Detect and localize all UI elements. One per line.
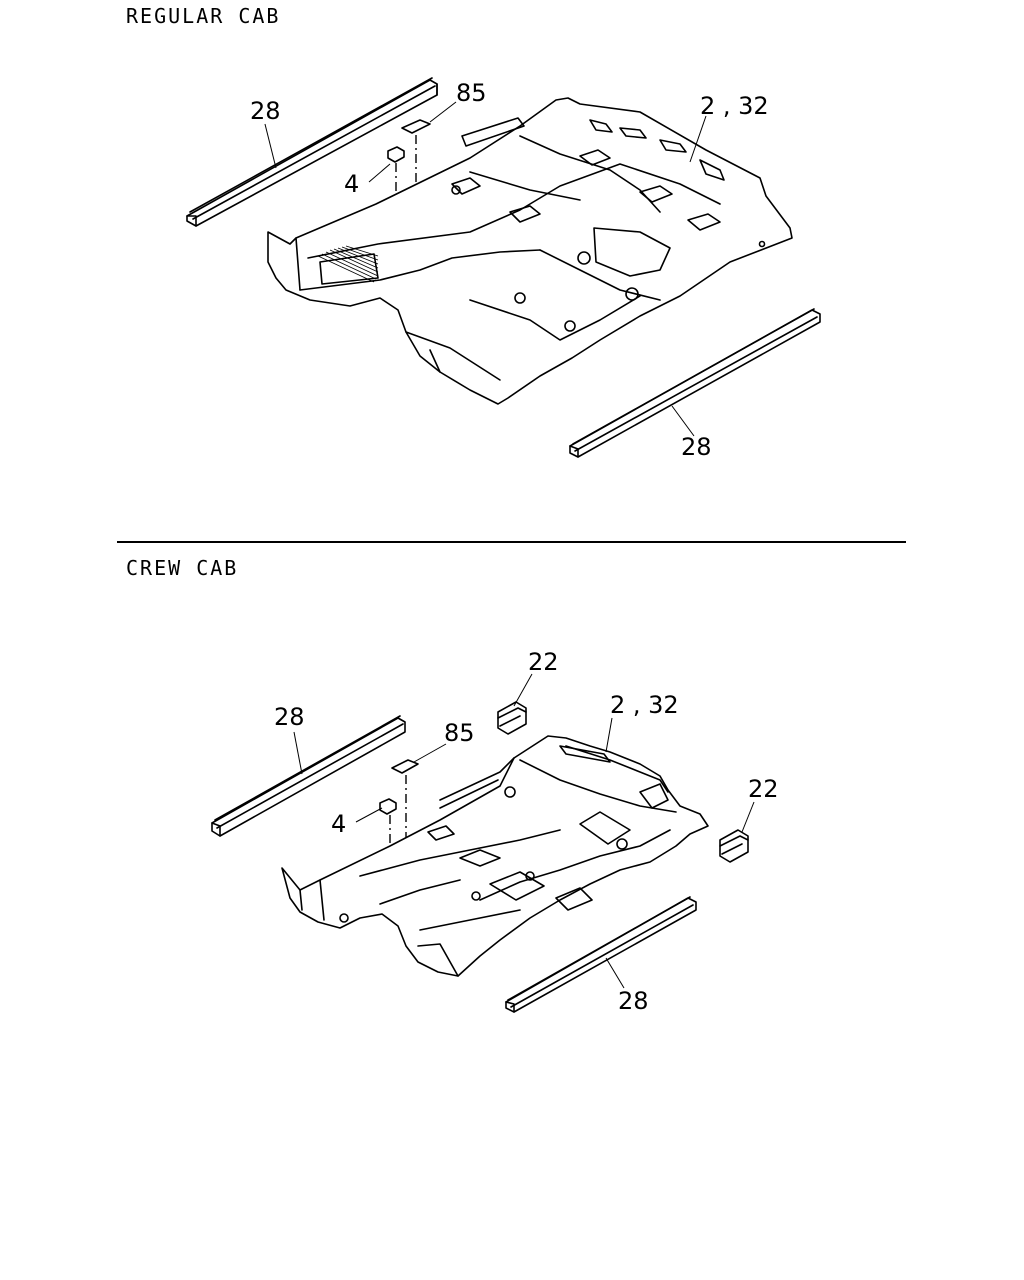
regular-cab-left-sill	[186, 77, 438, 227]
regular-cab-floor-panel	[267, 97, 793, 405]
crew-cab-floor-panel	[281, 735, 709, 977]
regular-cab-callout-28-bottom: 28	[681, 433, 712, 461]
crew-cab-callout-2-32: 2 , 32	[610, 691, 679, 719]
section-title-regular-cab: REGULAR CAB	[126, 4, 281, 28]
crew-cab-callout-22-top: 22	[528, 648, 559, 676]
crew-cab-callout-28-bottom: 28	[618, 987, 649, 1015]
regular-cab-callout-4: 4	[344, 170, 359, 198]
crew-cab-left-sill	[211, 715, 406, 837]
regular-cab-floor-group: 28 85 2 , 32 4 28	[186, 77, 821, 461]
regular-cab-right-sill	[569, 308, 821, 458]
crew-cab-right-sill	[505, 896, 697, 1013]
crew-cab-clip-4	[379, 798, 397, 815]
regular-cab-callout-2-32: 2 , 32	[700, 92, 769, 120]
crew-cab-floor-group: 22 28 2 , 32 85 22 4 28	[211, 648, 779, 1015]
section-title-crew-cab: CREW CAB	[126, 556, 239, 580]
regular-cab-callout-28-top: 28	[250, 97, 281, 125]
crew-cab-callout-4: 4	[331, 810, 346, 838]
crew-cab-plug-85	[391, 759, 419, 774]
crew-cab-bracket-22-top	[497, 701, 527, 735]
regular-cab-callout-85: 85	[456, 79, 487, 107]
crew-cab-bracket-22-right	[719, 829, 749, 863]
crew-cab-callout-85: 85	[444, 719, 475, 747]
crew-cab-callout-22-right: 22	[748, 775, 779, 803]
crew-cab-callout-28-top: 28	[274, 703, 305, 731]
regular-cab-clip-4	[387, 146, 405, 163]
section-divider	[117, 541, 906, 543]
regular-cab-plug-85	[401, 119, 431, 134]
